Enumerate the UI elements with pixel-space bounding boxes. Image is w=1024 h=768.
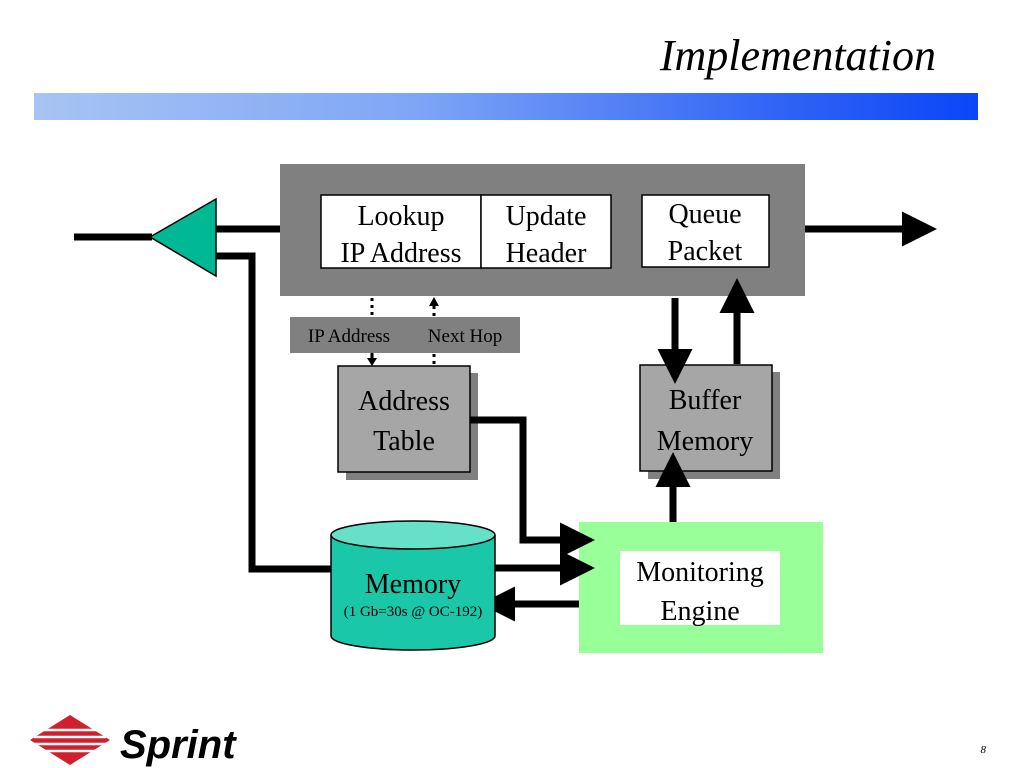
sprint-diamond-icon bbox=[30, 715, 110, 765]
slide-title: Implementation bbox=[659, 31, 936, 80]
queue-label-line2: Packet bbox=[668, 236, 743, 267]
address-table-line1: Address bbox=[358, 386, 450, 417]
memory-cylinder bbox=[330, 535, 496, 651]
address-table-line2: Table bbox=[373, 426, 435, 457]
lookup-bus-bar bbox=[290, 317, 520, 353]
title-gradient-bar bbox=[34, 93, 978, 120]
monitoring-engine-line1: Monitoring bbox=[636, 557, 764, 588]
address-table-to-engine-arrow bbox=[470, 416, 595, 558]
update-label-line1: Update bbox=[506, 201, 587, 232]
ip-address-label: IP Address bbox=[308, 326, 390, 347]
monitor-tap-line bbox=[215, 252, 332, 573]
monitoring-engine-line2: Engine bbox=[660, 596, 739, 627]
next-hop-arrowhead bbox=[429, 297, 439, 306]
lookup-label-line2: IP Address bbox=[340, 238, 461, 269]
buffer-memory-line2: Memory bbox=[657, 426, 753, 457]
sprint-logo: Sprint bbox=[30, 715, 237, 767]
queue-block bbox=[641, 194, 770, 268]
memory-cylinder-top bbox=[330, 520, 496, 550]
update-label-line2: Header bbox=[506, 238, 588, 269]
memory-line2: (1 Gb=30s @ OC-192) bbox=[344, 604, 483, 620]
page-number: 8 bbox=[980, 744, 987, 756]
lookup-block bbox=[320, 194, 482, 269]
lookup-label-line1: Lookup bbox=[357, 201, 444, 232]
memory-line1: Memory bbox=[365, 569, 461, 600]
buffer-memory-line1: Buffer bbox=[669, 385, 742, 416]
monitoring-engine-label-box bbox=[620, 551, 780, 625]
queue-label-line1: Queue bbox=[668, 199, 741, 230]
amplifier-triangle bbox=[148, 197, 217, 278]
next-hop-label: Next Hop bbox=[428, 326, 502, 347]
ip-address-arrowhead bbox=[367, 358, 377, 366]
update-block bbox=[480, 194, 612, 269]
sprint-wordmark: Sprint bbox=[120, 723, 237, 767]
